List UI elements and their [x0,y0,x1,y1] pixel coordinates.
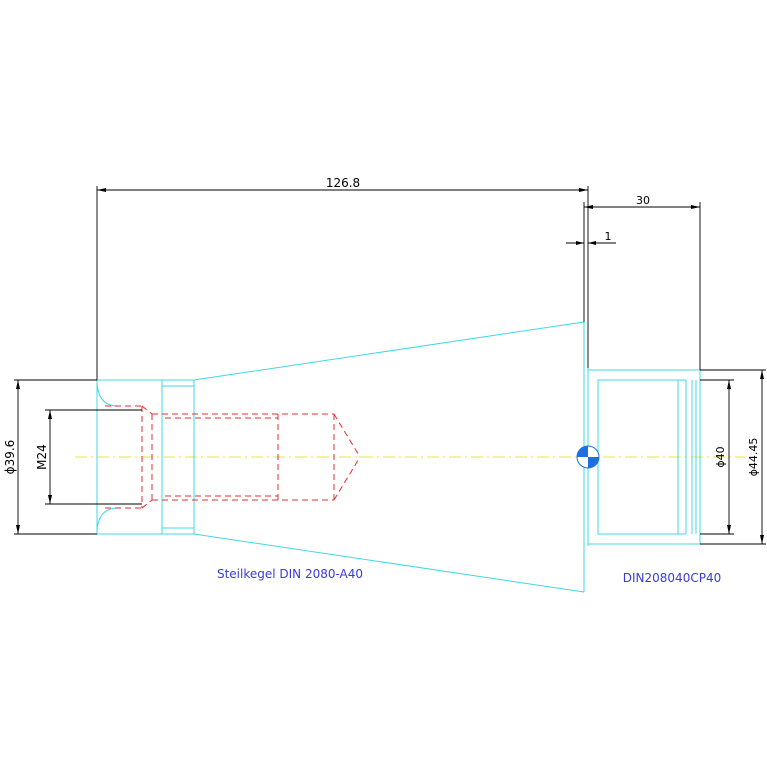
dimension-overall-length: 126.8 [96,176,589,380]
dimension-diameter-left: ϕ39.6 [3,379,97,535]
taper-body [96,321,585,593]
dimension-flange-length-text: 30 [636,194,650,207]
dimension-flange-length: 30 [583,194,701,370]
thread-bore-hidden [105,405,361,509]
dimension-diameter-flange: ϕ40 [700,379,734,535]
dimension-gap-text: 1 [605,230,612,243]
dimension-diameter-outer: ϕ44.45 [700,369,766,545]
center-marker [576,445,600,469]
dimension-thread-text: M24 [35,444,49,470]
drawing-sheet [0,175,767,595]
dimension-overall-length-text: 126.8 [326,176,360,190]
dimension-gap: 1 [566,230,616,245]
dimension-thread: M24 [35,409,142,505]
dimension-diameter-outer-text: ϕ44.45 [747,438,760,477]
flange-label: DIN208040CP40 [623,571,721,585]
taper-label: Steilkegel DIN 2080-A40 [217,567,363,581]
dimension-diameter-flange-text: ϕ40 [714,446,727,467]
dimension-diameter-left-text: ϕ39.6 [3,440,17,475]
flange-body [587,368,701,546]
